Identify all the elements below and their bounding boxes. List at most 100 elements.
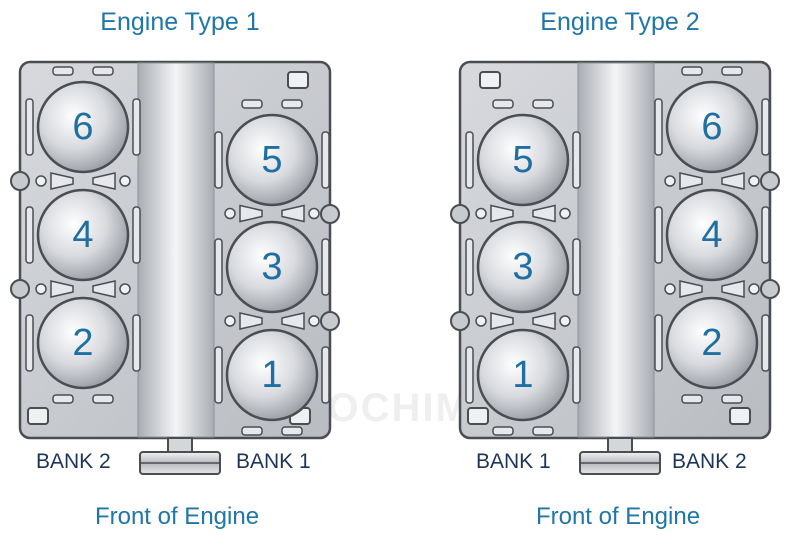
corner-port xyxy=(479,71,501,89)
bore-slot xyxy=(132,206,141,264)
cylinder-number: 3 xyxy=(512,246,533,288)
block-bump xyxy=(10,279,30,299)
cylinder-bore xyxy=(476,328,570,422)
block-bump xyxy=(760,279,780,299)
bore-slot xyxy=(572,238,581,296)
coolant-passage xyxy=(239,204,263,223)
bolt-hole xyxy=(664,283,676,295)
crank-snout xyxy=(167,437,193,453)
coolant-passage xyxy=(239,312,263,330)
cylinder-number: 4 xyxy=(72,214,93,256)
coolant-passage xyxy=(281,204,305,223)
bore-slot xyxy=(654,98,663,156)
coolant-passage xyxy=(50,280,74,298)
coolant-passage xyxy=(92,66,114,76)
coolant-passage xyxy=(281,99,303,109)
engine-2-right-bank-label: BANK 2 xyxy=(672,450,747,473)
bolt-hole xyxy=(559,207,571,220)
bore-slot xyxy=(654,314,663,372)
block-bump xyxy=(760,171,780,191)
engine-1-left-bank-label: BANK 2 xyxy=(36,450,111,473)
bore-slot xyxy=(654,206,663,264)
cylinder-6: 6 xyxy=(654,80,770,174)
bore-slot xyxy=(761,314,770,372)
coolant-passage xyxy=(50,172,74,190)
coolant-passage xyxy=(532,99,554,109)
coolant-passage xyxy=(490,204,514,223)
cylinder-bore xyxy=(476,220,570,314)
bore-slot xyxy=(25,98,34,156)
coolant-passage xyxy=(492,426,514,436)
coolant-passage xyxy=(92,280,116,298)
coolant-passage xyxy=(490,312,514,330)
coolant-passage xyxy=(492,99,514,109)
cylinder-2: 2 xyxy=(25,296,141,390)
cylinder-5: 5 xyxy=(214,113,330,207)
engine-1-title: Engine Type 1 xyxy=(100,8,260,36)
bolt-hole xyxy=(664,175,676,187)
bore-slot xyxy=(132,314,141,372)
bolt-hole xyxy=(119,283,131,295)
bolt-hole xyxy=(224,315,236,327)
cylinder-bore xyxy=(225,220,319,314)
cylinder-bore xyxy=(665,80,759,174)
bore-slot xyxy=(25,314,34,372)
cylinder-bore xyxy=(225,328,319,422)
bolt-hole xyxy=(224,207,236,220)
bore-slot xyxy=(572,346,581,404)
coolant-passage xyxy=(681,394,703,404)
bore-slot xyxy=(214,346,223,404)
block-bump xyxy=(450,311,470,331)
cylinder-bore xyxy=(36,296,130,390)
bore-slot xyxy=(214,131,223,189)
bore-slot xyxy=(321,346,330,404)
bore-slot xyxy=(761,98,770,156)
cylinder-number: 2 xyxy=(72,322,93,364)
bore-slot xyxy=(214,238,223,296)
engine-1-front-label: Front of Engine xyxy=(94,503,260,530)
cylinder-3: 3 xyxy=(214,220,330,314)
engine-valley xyxy=(577,62,655,438)
bolt-hole xyxy=(308,207,320,220)
cylinder-bore xyxy=(36,188,130,282)
cylinder-number: 6 xyxy=(701,106,722,148)
coolant-passage xyxy=(241,99,263,109)
bore-slot xyxy=(465,131,474,189)
coolant-passage xyxy=(281,312,305,330)
cylinder-number: 5 xyxy=(512,139,533,181)
coolant-passage xyxy=(52,66,74,76)
cylinder-number: 1 xyxy=(512,354,533,396)
bolt-hole xyxy=(119,175,131,187)
coolant-passage xyxy=(721,280,745,298)
engine-1-block: 6 4 2 5 3 1 xyxy=(10,60,340,475)
bore-slot xyxy=(25,206,34,264)
corner-port xyxy=(729,407,751,425)
bore-slot xyxy=(465,238,474,296)
bore-slot xyxy=(465,346,474,404)
cylinder-number: 6 xyxy=(72,106,93,148)
coolant-passage xyxy=(721,172,745,190)
coolant-passage xyxy=(721,394,743,404)
engine-2-front-label: Front of Engine xyxy=(535,503,701,530)
bolt-hole xyxy=(308,315,320,327)
corner-port xyxy=(287,71,309,89)
corner-port xyxy=(467,407,489,425)
engine-1-right-bank-label: BANK 1 xyxy=(236,450,311,473)
coolant-passage xyxy=(679,280,703,298)
cylinder-6: 6 xyxy=(25,80,141,174)
cylinder-number: 5 xyxy=(261,139,282,181)
coolant-passage xyxy=(532,312,556,330)
cylinder-bore xyxy=(665,296,759,390)
cylinder-4: 4 xyxy=(654,188,770,282)
coolant-passage xyxy=(241,426,263,436)
block-bump xyxy=(10,171,30,191)
cylinder-4: 4 xyxy=(25,188,141,282)
cylinder-bore xyxy=(225,113,319,207)
coolant-passage xyxy=(52,394,74,404)
cylinder-bore xyxy=(665,188,759,282)
bolt-hole xyxy=(475,207,487,220)
block-bump xyxy=(320,204,340,224)
bore-slot xyxy=(321,238,330,296)
cylinder-number: 1 xyxy=(261,354,282,396)
